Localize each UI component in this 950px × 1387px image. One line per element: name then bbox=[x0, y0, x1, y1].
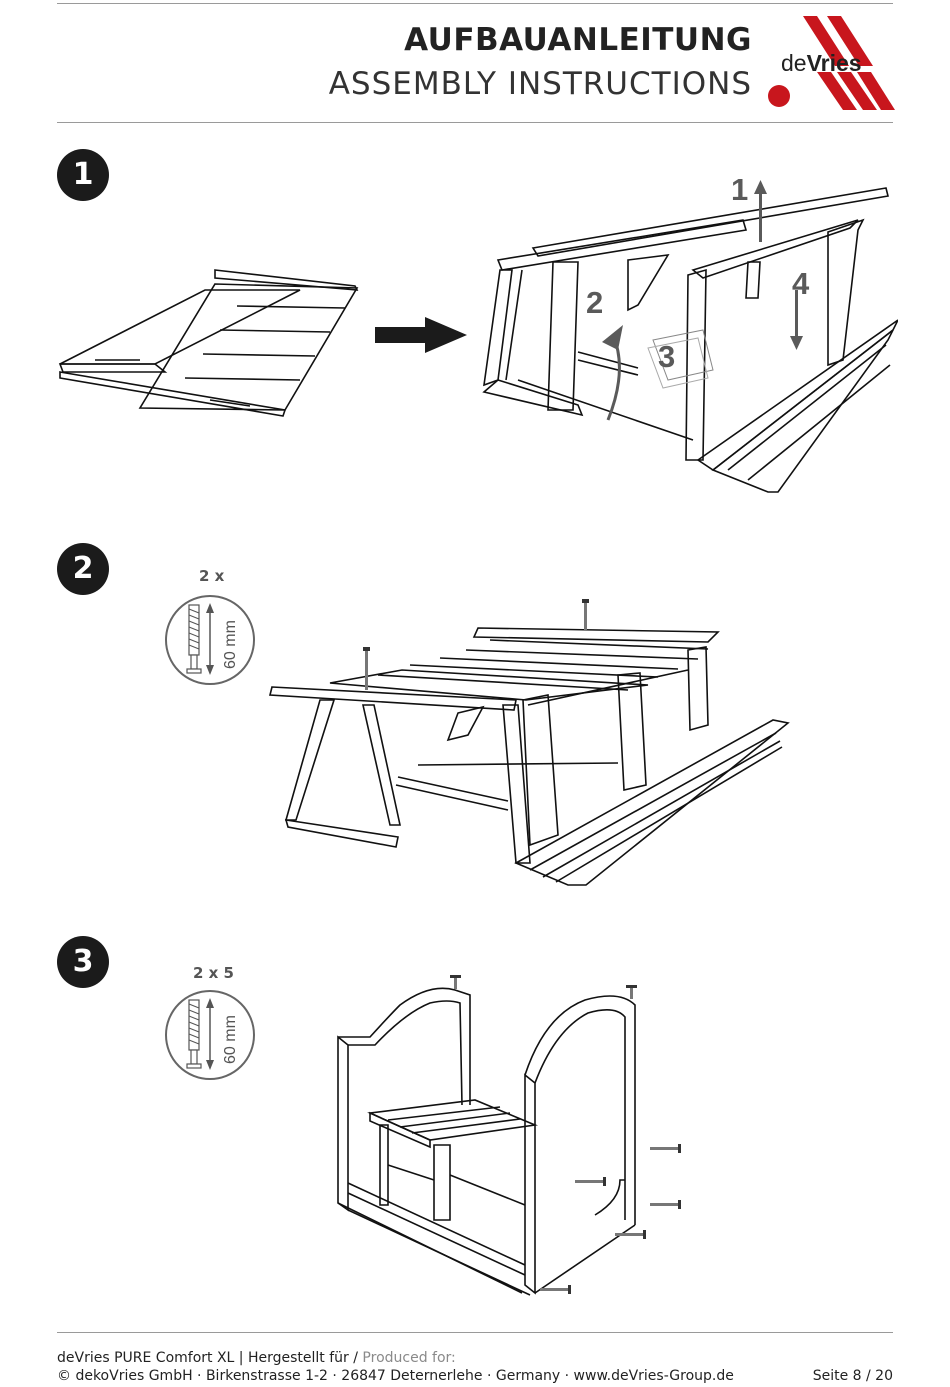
step-3-bench-illustration bbox=[330, 975, 681, 1305]
footer-address: © dekoVries GmbH · Birkenstrasse 1-2 · 2… bbox=[57, 1368, 734, 1384]
step-1-label-1: 1 bbox=[731, 172, 748, 207]
step-2-screw-length: 60 mm bbox=[222, 620, 239, 669]
devries-logo: deVries bbox=[768, 16, 895, 110]
page-title-english: ASSEMBLY INSTRUCTIONS bbox=[328, 66, 752, 102]
step-3-screw-icon: 60 mm bbox=[186, 998, 239, 1070]
step-3-badge: 3 bbox=[57, 936, 109, 988]
step-1-arrow-icon bbox=[375, 317, 467, 353]
footer-product-line: deVries PURE Comfort XL | Hergestellt fü… bbox=[57, 1350, 456, 1366]
step-2-screw-icon: 60 mm bbox=[186, 603, 239, 675]
step-1-badge: 1 bbox=[57, 149, 109, 201]
footer-product: deVries PURE Comfort XL | Hergestellt fü… bbox=[57, 1350, 363, 1366]
step-3-screw-length: 60 mm bbox=[222, 1015, 239, 1064]
step-1-label-2: 2 bbox=[586, 285, 603, 320]
footer-produced-for: Produced for: bbox=[362, 1350, 456, 1366]
step-3-quantity: 2 x 5 bbox=[193, 964, 234, 982]
logo-text: deVries bbox=[781, 50, 862, 76]
header-rule bbox=[57, 122, 893, 123]
step-1-label-3: 3 bbox=[658, 339, 675, 374]
page-title-german: AUFBAUANLEITUNG bbox=[404, 22, 752, 58]
step-2-quantity: 2 x bbox=[199, 567, 225, 585]
step-1-label-4: 4 bbox=[792, 266, 810, 301]
step-1-flat-frame-illustration bbox=[55, 260, 365, 430]
step-2-badge: 2 bbox=[57, 543, 109, 595]
step-2-table-top-illustration bbox=[268, 599, 793, 895]
footer-rule bbox=[57, 1332, 893, 1333]
step-2-screw-detail bbox=[165, 595, 255, 685]
step-3-screw-detail bbox=[165, 990, 255, 1080]
top-rule bbox=[57, 3, 893, 4]
page-number: Seite 8 / 20 bbox=[812, 1368, 893, 1384]
step-1-unfold-frame-illustration: 1 2 3 4 bbox=[478, 172, 898, 495]
